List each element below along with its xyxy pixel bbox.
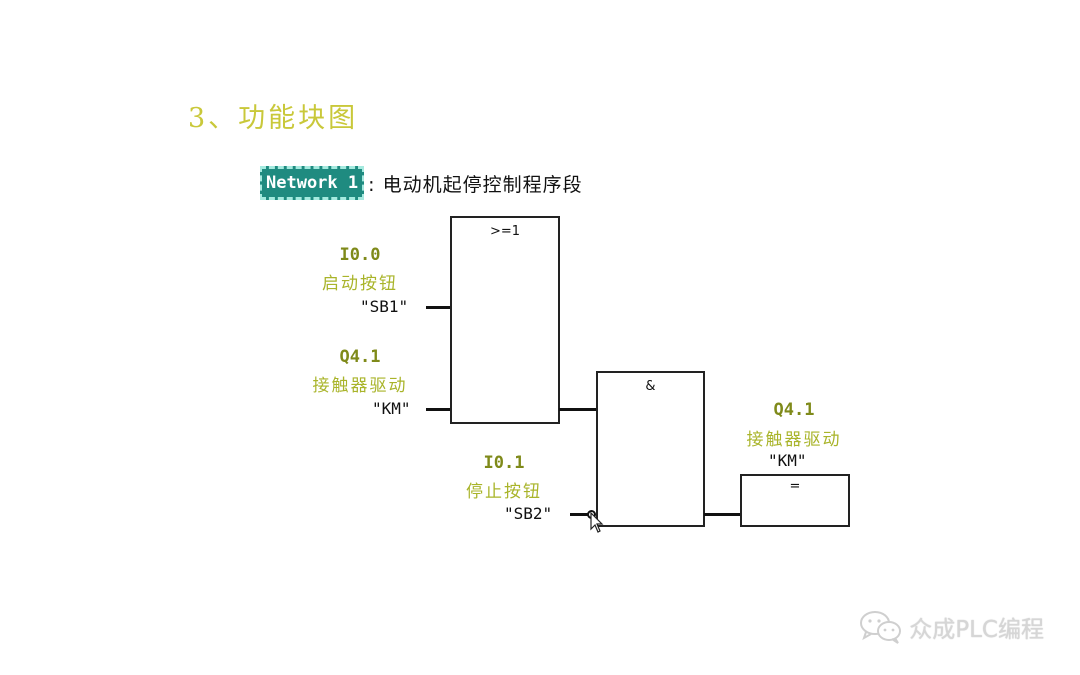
and-block[interactable]: & xyxy=(596,371,705,527)
network-header: Network 1 : 电动机起停控制程序段 xyxy=(260,166,583,200)
input-3-address: I0.1 xyxy=(483,453,525,473)
input-2-comment: 接触器驱动 xyxy=(312,376,408,396)
input-2-symbol[interactable]: "KM" xyxy=(372,399,411,418)
assign-block[interactable]: = xyxy=(740,474,850,527)
input-1-wire xyxy=(426,306,451,309)
mouse-cursor-icon xyxy=(590,512,604,533)
input-3-comment: 停止按钮 xyxy=(466,482,542,502)
output-address: Q4.1 xyxy=(773,400,815,420)
input-3-wire xyxy=(570,513,588,516)
input-1-symbol[interactable]: "SB1" xyxy=(360,297,409,316)
input-1-address: I0.0 xyxy=(339,245,381,265)
output-symbol[interactable]: "KM" xyxy=(768,451,807,470)
watermark-text: 众成PLC编程 xyxy=(909,617,1044,643)
assign-block-label: = xyxy=(789,479,801,494)
section-heading: 3、功能块图 xyxy=(188,103,359,134)
wechat-icon xyxy=(860,611,902,644)
output-comment: 接触器驱动 xyxy=(746,430,842,450)
or-to-and-wire xyxy=(559,408,597,411)
network-title: : 电动机起停控制程序段 xyxy=(368,173,583,196)
and-block-label: & xyxy=(645,379,656,394)
input-3-symbol[interactable]: "SB2" xyxy=(504,504,553,523)
watermark: 众成PLC编程 xyxy=(859,610,1044,644)
input-1-comment: 启动按钮 xyxy=(322,274,398,294)
input-2-wire xyxy=(426,408,451,411)
input-2-address: Q4.1 xyxy=(339,347,381,367)
network-badge[interactable]: Network 1 xyxy=(260,166,365,200)
or-block-label: >=1 xyxy=(489,224,521,239)
and-to-assign-wire xyxy=(704,513,741,516)
or-block[interactable]: >=1 xyxy=(450,216,560,424)
